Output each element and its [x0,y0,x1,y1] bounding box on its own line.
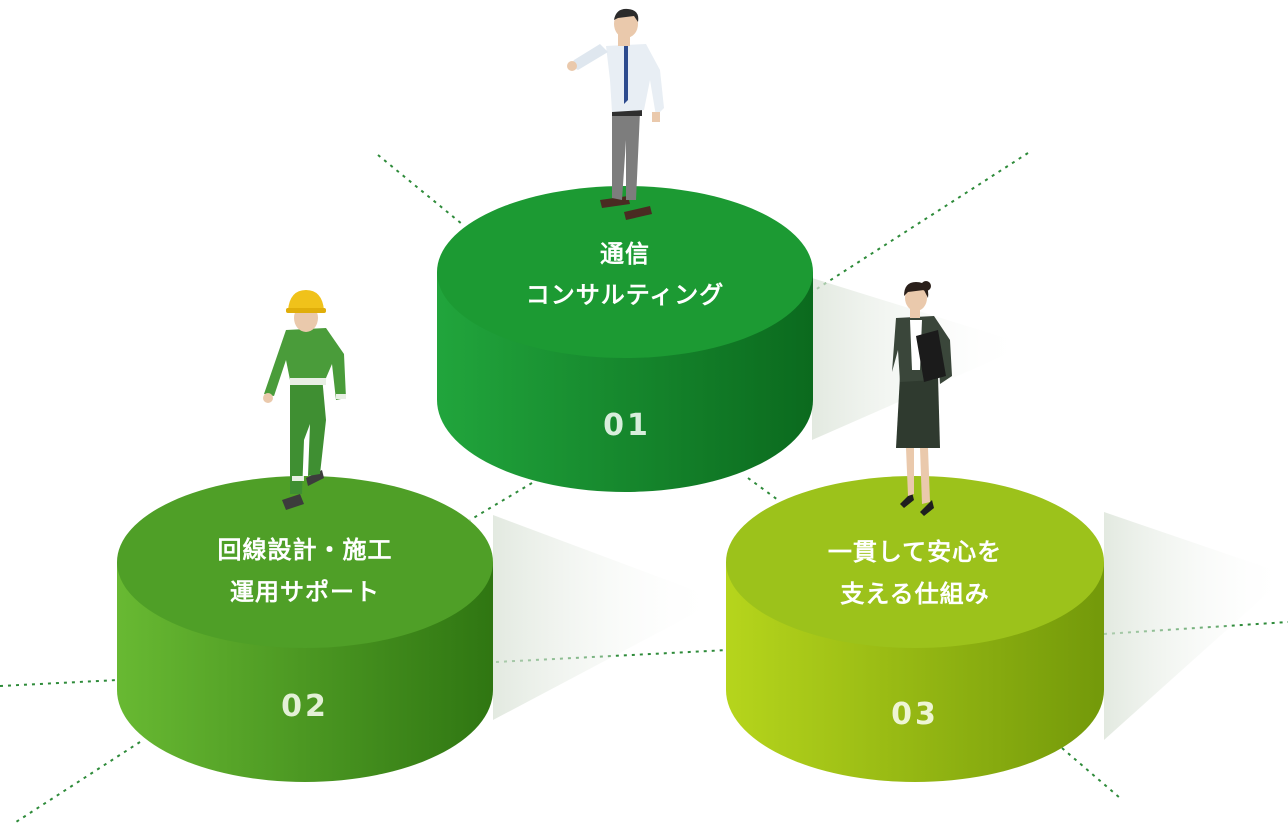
consultant-man-icon [567,8,664,220]
pillar-top [437,186,813,358]
connector-line [747,477,779,501]
connector-line [0,679,119,687]
connector-line [377,154,463,225]
connector-line [811,152,1029,293]
pillar-title-line-1: 一貫して安心を [828,538,1002,566]
pillar-shadow [1104,512,1288,740]
pillar-title-line-2: 運用サポート [230,578,380,606]
pillar-top [726,476,1104,648]
pillar-02: 回線設計・施工 運用サポート 02 [117,476,493,782]
pillar-shadow [493,515,720,720]
pillar-03: 一貫して安心を 支える仕組み 03 [726,476,1104,782]
connector-line [495,649,729,663]
pillar-title-line-2: コンサルティング [526,281,725,309]
pillar-number: 03 [891,697,939,732]
pillar-title-line-1: 通信 [600,240,650,268]
connector-line [15,741,141,823]
connector-line [1103,621,1288,635]
pillar-01: 通信 コンサルティング 01 [437,186,813,492]
pillar-number: 01 [603,408,651,443]
pillar-title-line-1: 回線設計・施工 [218,536,393,564]
pillar-title-line-2: 支える仕組み [840,580,989,608]
pillar-number: 02 [281,689,329,724]
business-woman-icon [892,281,952,516]
pillar-top [117,476,493,648]
connector-line [469,482,533,521]
construction-worker-icon [263,290,346,510]
connector-lines [0,152,1288,823]
connector-line [1061,747,1121,799]
